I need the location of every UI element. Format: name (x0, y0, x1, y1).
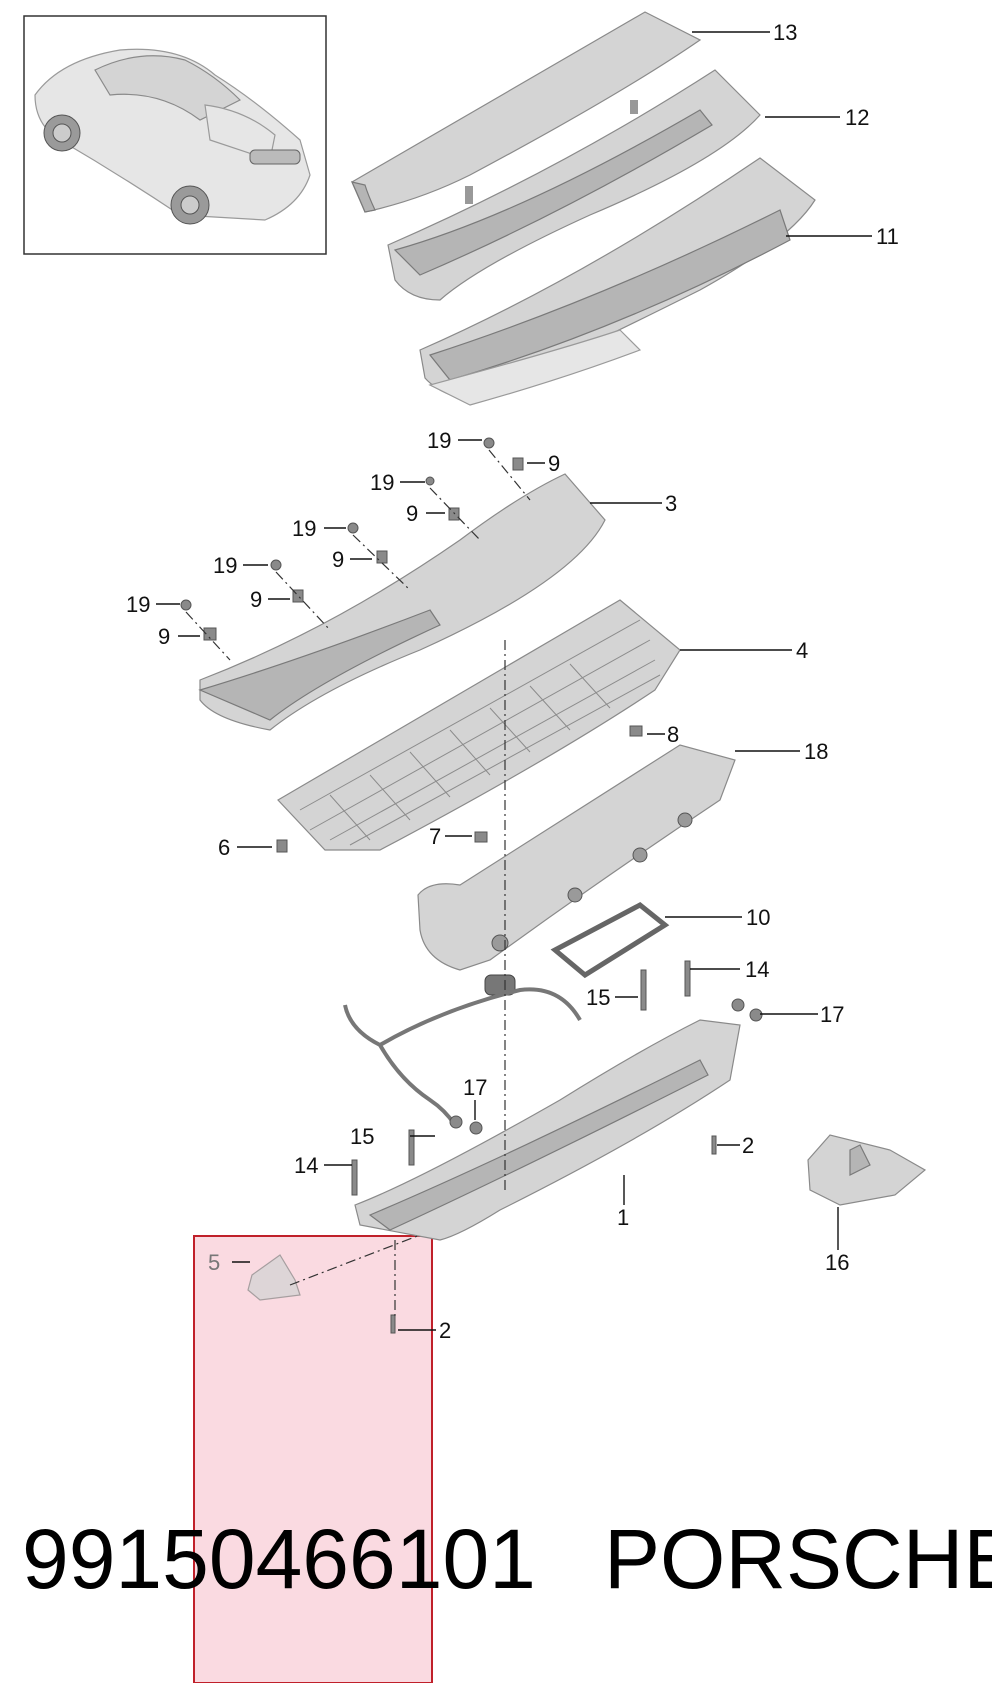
callout-19-e: 19 (126, 592, 150, 617)
callout-14-a: 14 (745, 957, 769, 982)
part-12-spoiler-upper (387, 69, 761, 301)
part-10-seal-frame (484, 902, 670, 996)
callout-14-b: 14 (294, 1153, 318, 1178)
part-5-cover (247, 1254, 301, 1301)
part-3-wing (198, 473, 606, 731)
callout-3: 3 (665, 491, 677, 516)
callout-17-b: 17 (463, 1075, 487, 1100)
callout-15-b: 15 (350, 1124, 374, 1149)
callout-1: 1 (617, 1205, 629, 1230)
callout-7: 7 (429, 824, 441, 849)
part-13-wing-top (350, 11, 702, 213)
part-number: 99150466101 (22, 1512, 536, 1606)
assembly-lines (185, 449, 531, 1320)
callout-8: 8 (667, 722, 679, 747)
callout-11: 11 (876, 224, 899, 249)
callout-2-b: 2 (439, 1318, 451, 1343)
callout-4: 4 (796, 638, 808, 663)
callout-9-c: 9 (332, 547, 344, 572)
callout-13: 13 (773, 20, 797, 45)
part-11-spoiler-lower (419, 157, 816, 406)
part-4-grille-frame (277, 599, 681, 851)
callout-5: 5 (208, 1250, 220, 1275)
callout-9-d: 9 (250, 587, 262, 612)
callout-12: 12 (845, 105, 869, 130)
callout-19-b: 19 (370, 470, 394, 495)
fasteners (180, 437, 763, 1334)
callout-6: 6 (218, 835, 230, 860)
leader-lines (156, 31, 872, 1331)
callout-15-a: 15 (586, 985, 610, 1010)
part-18-bracket (417, 744, 736, 971)
selection-highlight (193, 1235, 433, 1683)
brand-name: PORSCHE (604, 1512, 992, 1606)
part-1-base-tray (354, 1019, 741, 1241)
callout-2-a: 2 (742, 1133, 754, 1158)
car-thumbnail (23, 15, 327, 255)
callout-18: 18 (804, 739, 828, 764)
callout-19-a: 19 (427, 428, 451, 453)
callout-19-c: 19 (292, 516, 316, 541)
callout-16: 16 (825, 1250, 849, 1275)
wiring-harness (343, 987, 582, 1127)
callout-19-d: 19 (213, 553, 237, 578)
callout-9-a: 9 (548, 451, 560, 476)
callout-9-b: 9 (406, 501, 418, 526)
callout-17-a: 17 (820, 1002, 844, 1027)
callout-10: 10 (746, 905, 770, 930)
part-16-mount (807, 1134, 927, 1206)
callout-9-e: 9 (158, 624, 170, 649)
